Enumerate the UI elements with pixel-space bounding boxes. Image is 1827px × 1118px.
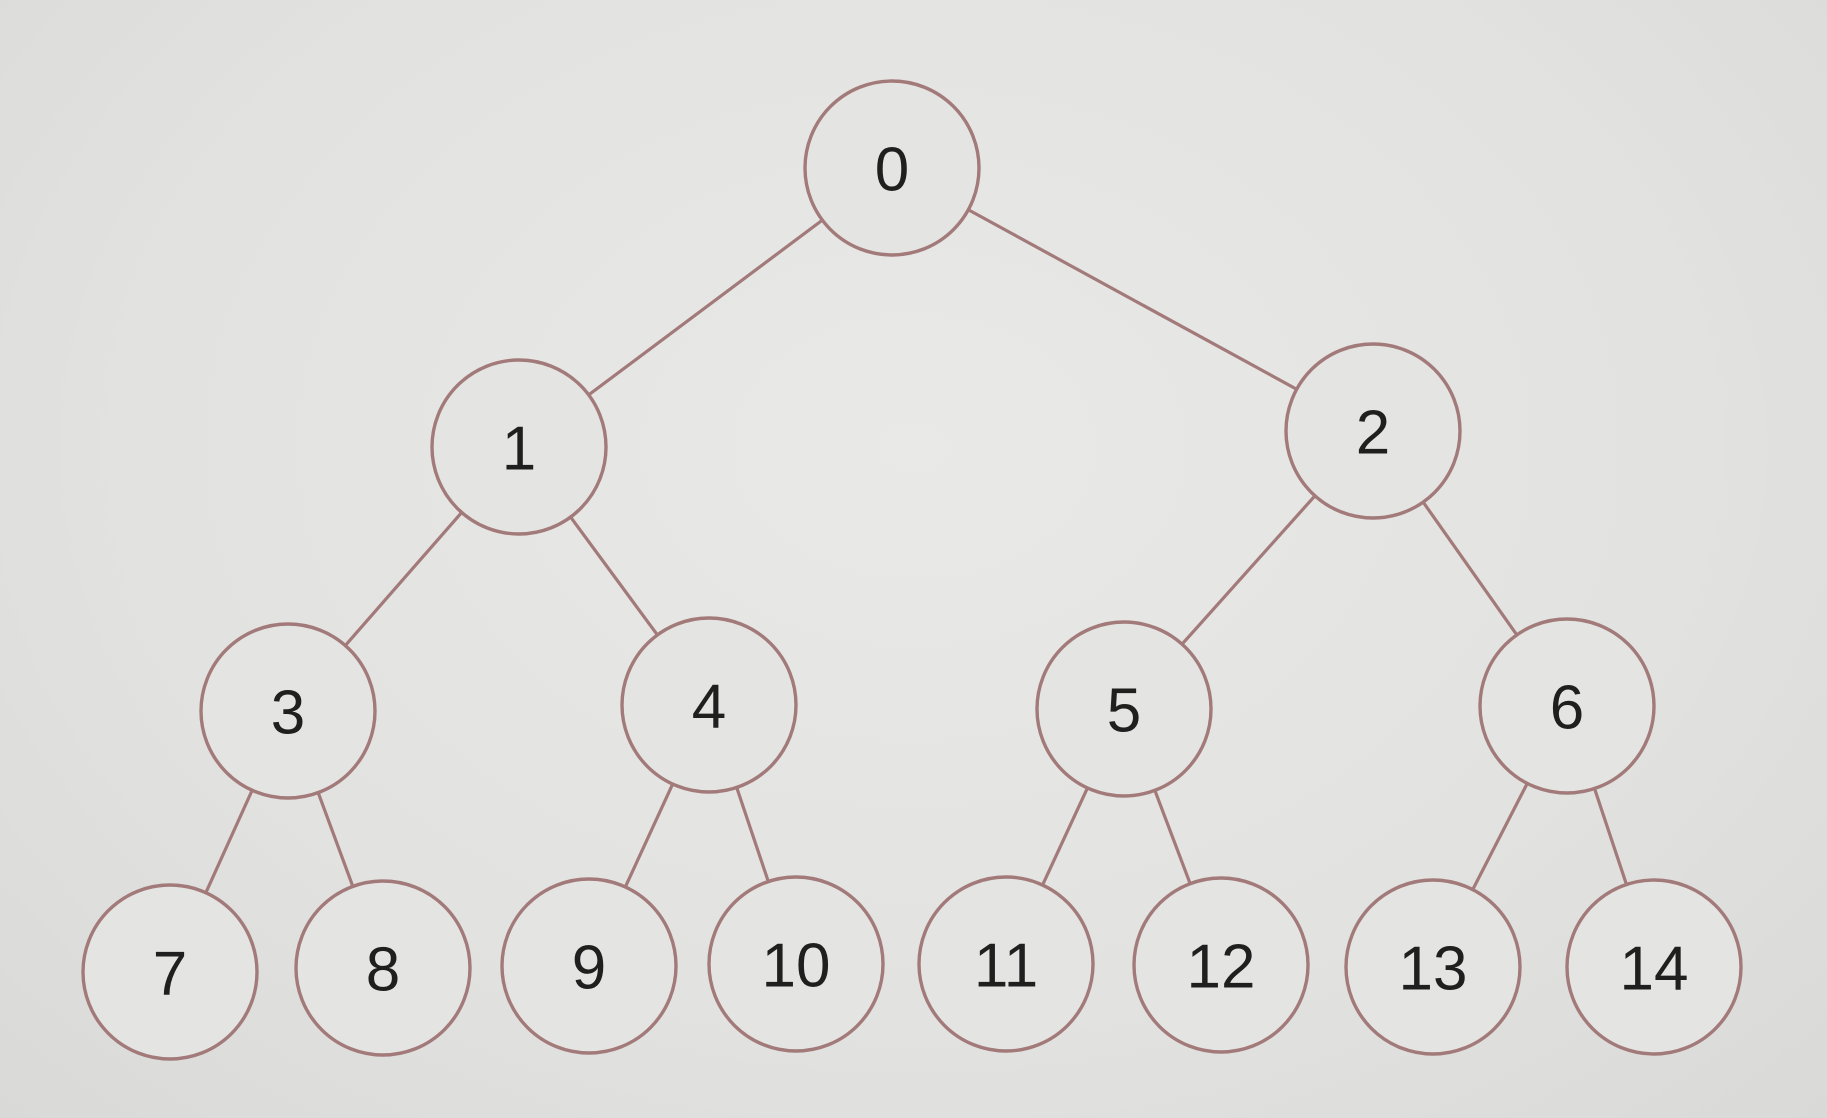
edge-n5-n12 (1153, 788, 1192, 886)
node-label: 10 (762, 932, 831, 1001)
edge-n0-n1 (587, 218, 824, 397)
node-circle (500, 877, 678, 1055)
node-label: 1 (502, 415, 536, 484)
tree-node-8: 8 (294, 879, 472, 1057)
edge-n6-n13 (1471, 781, 1529, 892)
tree-node-10: 10 (707, 875, 885, 1053)
edge-n6-n14 (1592, 786, 1629, 887)
node-circle (199, 622, 377, 800)
node-label: 9 (572, 934, 606, 1003)
tree-node-4: 4 (620, 616, 798, 794)
tree-node-9: 9 (500, 877, 678, 1055)
edge-n2-n6 (1421, 500, 1519, 637)
tree-node-5: 5 (1035, 620, 1213, 798)
edge-n5-n11 (1040, 786, 1090, 887)
node-label: 11 (974, 932, 1038, 1001)
tree-node-13: 13 (1344, 878, 1522, 1056)
node-circle (294, 879, 472, 1057)
edge-n2-n5 (1180, 494, 1317, 646)
node-label: 14 (1620, 935, 1689, 1004)
node-circle (707, 875, 885, 1053)
node-label: 0 (875, 136, 909, 205)
edge-n4-n9 (623, 782, 675, 889)
tree-node-1: 1 (430, 358, 608, 536)
edge-n1-n4 (568, 515, 660, 637)
node-label: 6 (1550, 674, 1584, 743)
node-label: 12 (1187, 933, 1256, 1002)
tree-node-14: 14 (1565, 878, 1743, 1056)
node-label: 3 (271, 679, 305, 748)
node-label: 5 (1107, 677, 1141, 746)
tree-node-7: 7 (81, 883, 259, 1061)
tree-node-2: 2 (1284, 342, 1462, 520)
edge-n4-n10 (735, 785, 770, 884)
node-circle (1565, 878, 1743, 1056)
tree-node-6: 6 (1478, 617, 1656, 795)
node-circle (1478, 617, 1656, 795)
node-label: 7 (153, 940, 187, 1009)
node-circle (620, 616, 798, 794)
node-label: 13 (1399, 935, 1468, 1004)
node-circle (917, 875, 1095, 1053)
tree-node-3: 3 (199, 622, 377, 800)
node-circle (1284, 342, 1462, 520)
node-circle (1344, 878, 1522, 1056)
tree-node-11: 11 (917, 875, 1095, 1053)
node-circle (430, 358, 608, 536)
tree-node-12: 12 (1132, 876, 1310, 1054)
tree-node-0: 0 (803, 79, 981, 257)
node-circle (803, 79, 981, 257)
node-circle (81, 883, 259, 1061)
node-circle (1035, 620, 1213, 798)
node-circle (1132, 876, 1310, 1054)
edges-layer (204, 208, 1629, 895)
edge-n3-n7 (204, 788, 254, 895)
edge-n1-n3 (343, 510, 464, 648)
node-label: 4 (692, 673, 726, 742)
node-label: 8 (366, 936, 400, 1005)
edge-n3-n8 (316, 791, 355, 888)
edge-n0-n2 (966, 208, 1299, 391)
node-label: 2 (1356, 399, 1390, 468)
